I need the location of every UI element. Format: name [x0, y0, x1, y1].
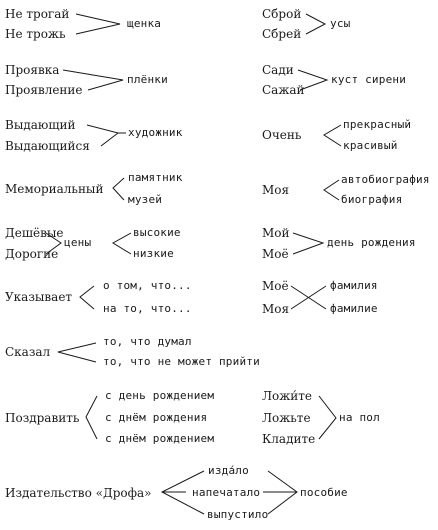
target-kust-sireni: куст сирени	[331, 73, 407, 86]
target-shchenka: щенка	[127, 17, 162, 30]
target-usy: усы	[330, 17, 351, 30]
word-sazhay: Сажай	[262, 83, 305, 97]
word-sbroy: Сброй	[262, 7, 302, 21]
word-vydayushchiy: Выдающий	[5, 118, 76, 132]
connector	[292, 232, 325, 255]
word-proyavlenie: Проявление	[5, 83, 83, 97]
word-ochen: Очень	[262, 128, 302, 142]
connector	[112, 232, 132, 255]
target-o-tom-chto: о том, что...	[103, 279, 192, 292]
word-moya-2: Моя	[262, 302, 290, 316]
middle-tseny: цены	[64, 236, 92, 249]
connector	[62, 69, 124, 91]
connector	[318, 395, 337, 440]
target-na-pol: на пол	[339, 411, 380, 424]
word-skazal: Сказал	[5, 345, 51, 359]
word-moy: Мой	[262, 226, 290, 240]
word-pozdravit: Поздравить	[5, 411, 80, 425]
target-krasivyy: красивый	[343, 139, 398, 152]
connector	[86, 124, 126, 134]
word-moyo: Моё	[262, 247, 289, 261]
word-sadi: Сади	[262, 63, 294, 77]
word-izdatelstvo-drofa: Издательство «Дрофа»	[5, 486, 152, 500]
word-lozhte: Ложьте	[262, 411, 311, 425]
connector	[305, 13, 327, 35]
word-moya: Моя	[262, 183, 290, 197]
target-prekrasnyy: прекрасный	[343, 118, 412, 131]
connector	[290, 285, 327, 310]
option-vypustilo: выпустило	[207, 508, 269, 521]
target-plenki: плёнки	[127, 73, 168, 86]
connector	[323, 124, 342, 147]
target-familiya: фамилия	[330, 279, 378, 292]
option-napechatalo: напечатало	[192, 486, 261, 499]
target-posobie: пособие	[300, 486, 348, 499]
target-to-chto-dumal: то, что думал	[103, 335, 192, 348]
connector	[323, 179, 340, 201]
word-lozhite: Ложи́те	[262, 389, 313, 403]
connector	[112, 177, 125, 201]
target-pamyatnik: памятник	[128, 171, 183, 184]
connector	[297, 69, 329, 91]
option-izdalo: изда́ло	[208, 464, 249, 477]
word-kladite: Кладите	[262, 432, 316, 446]
word-deshevye: Дешёвые	[5, 226, 64, 240]
target-nizkie: низкие	[133, 247, 174, 260]
connector	[75, 13, 121, 35]
target-biografiya: биография	[341, 193, 403, 206]
word-ne-trogay: Не трогай	[5, 7, 70, 21]
target-na-to-chto: на то, что...	[103, 302, 192, 315]
target-vysokie: высокие	[133, 226, 181, 239]
target-den-rozhdeniya: день рождения	[327, 236, 416, 249]
word-dorogie: Дорогие	[5, 247, 59, 261]
connector	[100, 132, 119, 147]
target-avtobiografiya: автобиография	[341, 173, 430, 186]
word-sbrey: Сбрей	[262, 27, 302, 41]
target-khudozhnik: художник	[128, 126, 183, 139]
word-proyavka: Проявка	[5, 63, 60, 77]
target-familie: фамилие	[330, 302, 378, 315]
word-ukazyvaet: Указывает	[5, 290, 73, 304]
connector	[79, 285, 95, 310]
connector	[57, 342, 97, 363]
word-memorialnyy: Мемориальный	[5, 182, 104, 196]
word-vydayushchiysya: Выдающийся	[5, 139, 90, 153]
target-to-chto-ne-mozhet: то, что не может прийти	[103, 355, 260, 368]
connector	[85, 395, 98, 440]
connector	[45, 232, 62, 255]
word-ne-trozh: Не трожь	[5, 27, 66, 41]
target-muzey: музей	[128, 193, 163, 206]
option-s-dnyom-rozhdeniya: с днём рождения	[105, 411, 208, 424]
option-s-dnyom-rozhdeniem: с днём рождением	[105, 432, 215, 445]
word-moyo-2: Моё	[262, 279, 289, 293]
option-s-den-rozhdeniem: с день рождением	[105, 389, 215, 402]
